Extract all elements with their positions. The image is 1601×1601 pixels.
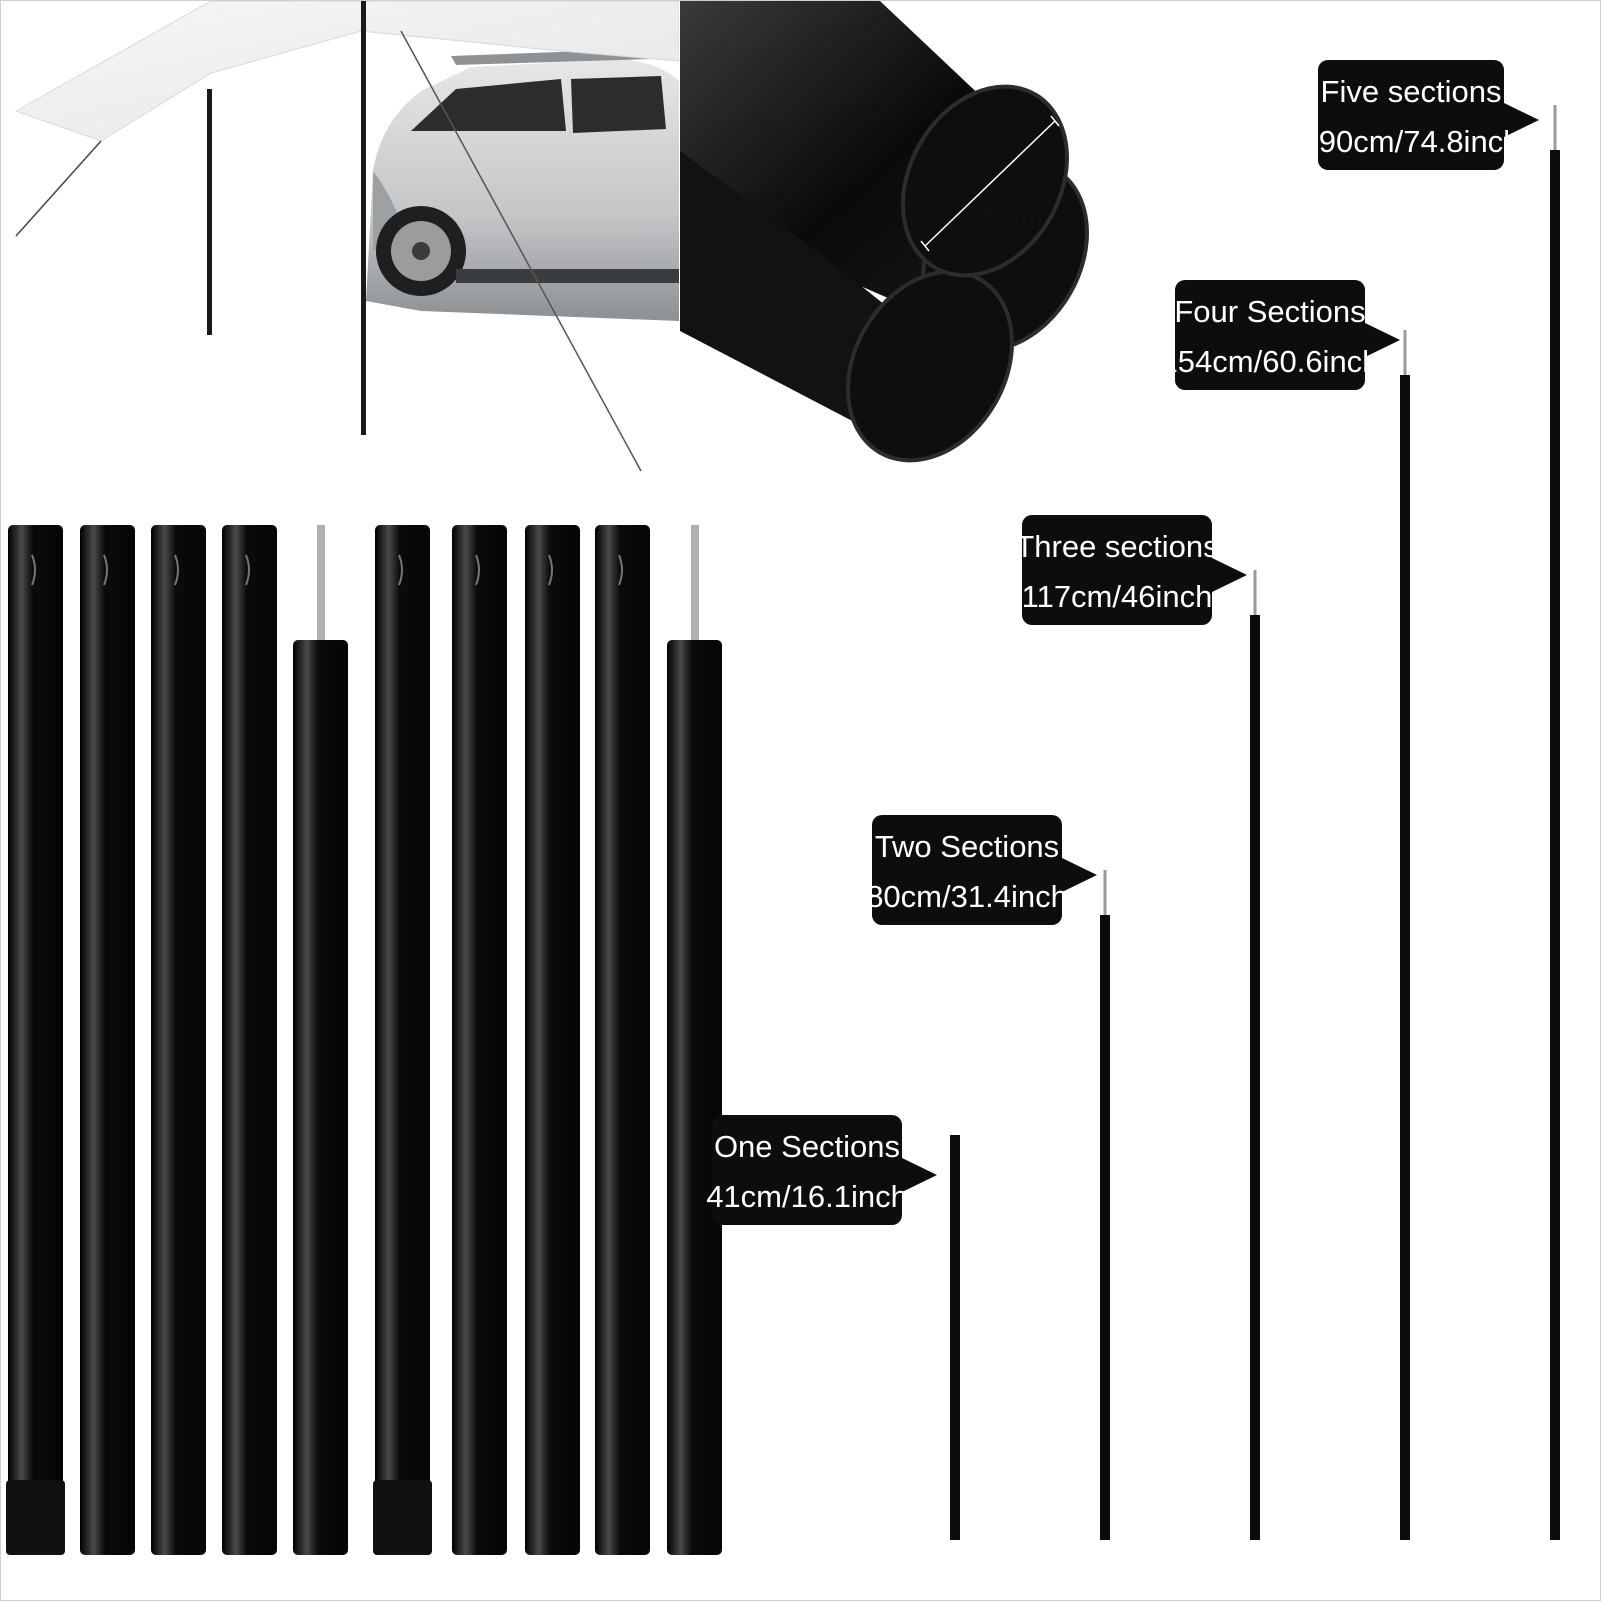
pole-segment [222,525,277,1555]
section-length: 190cm/74.8inch [1302,124,1521,159]
pole-segment [525,525,580,1555]
diameter-tick-left [920,240,930,252]
callout-pointer [1363,322,1400,358]
diameter-line [924,120,1056,247]
pole-pin [1553,105,1557,150]
pole-segment [373,525,432,1555]
section-length-illustration: One Sections 41cm/16.1inch Two Sections 80c… [706,60,1560,1540]
spring-button [103,554,108,586]
callout-box [1318,60,1504,170]
section-2: Two Sections 80cm/31.4inch [866,815,1110,1540]
callout-pointer [900,1157,937,1193]
pole-tube [375,525,430,1555]
section-length: 80cm/31.4inch [866,879,1068,914]
callout-box [1175,280,1365,390]
section-5: Five sections 190cm/74.8inch [1302,60,1560,1540]
section-title: Five sections [1321,74,1502,109]
diameter-label: 25mm [970,202,1042,232]
pole-tube [80,525,135,1555]
tube-cross-sections: 25mm [680,1,1089,463]
pole-segment [6,525,65,1555]
callout-box [1022,515,1212,625]
pole-pin [1103,870,1107,915]
diameter-tick-right [1050,115,1060,127]
pole-segments-illustration [6,525,722,1555]
spring-button [398,554,403,586]
pole-tip-pin [317,525,325,645]
callout-pointer [1210,557,1247,593]
pole-pin [1253,570,1257,615]
pole-segment [452,525,507,1555]
pole-segment [80,525,135,1555]
assembled-pole [1550,150,1560,1540]
section-length-comparison: One Sections 41cm/16.1inch Two Sections 80c… [700,40,1600,1600]
guy-line-left [15,140,102,237]
spring-button [174,554,179,586]
assembled-pole [1100,915,1110,1540]
awning-scene-illustration [14,1,679,472]
section-title: One Sections [714,1129,900,1164]
guy-line-right [400,30,642,472]
pole-tube [222,525,277,1555]
callout-pointer [1502,102,1539,138]
awning-tarp [14,1,679,142]
spring-button [548,554,553,586]
pole-segment [151,525,206,1555]
tube-diameter-closeup: 25mm [680,1,1180,481]
awning-scene-photo [1,1,679,481]
pole-end-cap [6,1480,65,1555]
pole-end-cap [373,1480,432,1555]
section-3: Three sections 117cm/46inch [1015,515,1260,1540]
section-title: Three sections [1015,529,1218,564]
pole-tube [151,525,206,1555]
callout-pointer [1060,857,1097,893]
pole-tube [525,525,580,1555]
section-length: 154cm/60.6inch [1161,344,1380,379]
section-title: Two Sections [875,829,1059,864]
section-length: 41cm/16.1inch [706,1179,908,1214]
spring-button [31,554,36,586]
section-length: 117cm/46inch [1022,579,1213,614]
callout-box [712,1115,902,1225]
pole-tube [293,640,348,1555]
section-1: One Sections 41cm/16.1inch [706,1115,960,1540]
pole-tube [595,525,650,1555]
spring-button [475,554,480,586]
pole-tube [8,525,63,1555]
pole-pin [1403,330,1407,375]
awning-pole-left [207,89,212,335]
pole-tube [667,640,722,1555]
pole-tip-segment [667,525,722,1555]
assembled-pole [1400,375,1410,1540]
section-4: Four Sections 154cm/60.6inch [1161,280,1410,1540]
pole-tube [452,525,507,1555]
suv-car [366,49,679,321]
pole-segment [595,525,650,1555]
assembled-pole [1250,615,1260,1540]
assembled-pole [950,1135,960,1540]
spring-button [245,554,250,586]
tube-opening-bottom [846,269,1014,463]
awning-pole-right [361,1,366,435]
pole-segments-set [0,520,740,1560]
section-title: Four Sections [1174,294,1365,329]
pole-tip-pin [691,525,699,645]
callout-box [872,815,1062,925]
pole-tip-segment [293,525,348,1555]
spring-button [618,554,623,586]
